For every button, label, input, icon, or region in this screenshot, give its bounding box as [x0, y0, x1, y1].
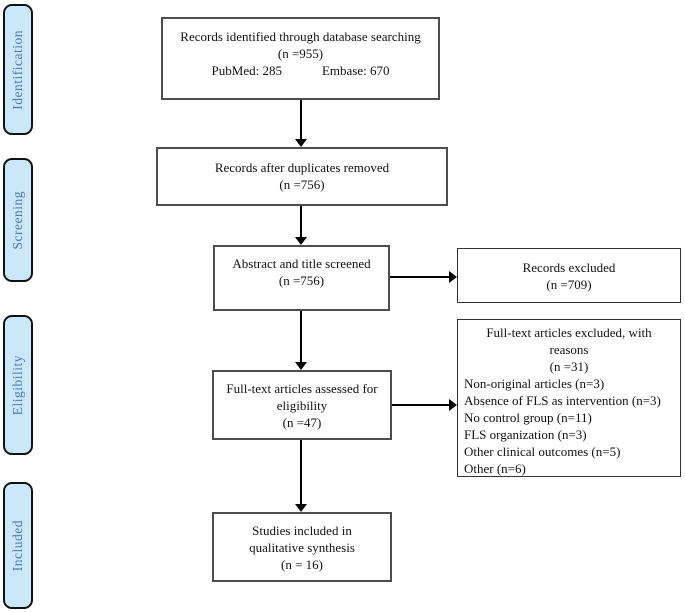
- abstract-screened-text: Abstract and title screened: [232, 256, 371, 271]
- arrow-screened-to-excluded: [390, 276, 449, 278]
- records-identified-text: Records identified through database sear…: [180, 29, 421, 44]
- duplicates-removed-count: (n =756): [279, 177, 325, 192]
- abstract-screened-count: (n =756): [278, 273, 325, 288]
- arrowhead-down-icon: [295, 362, 307, 370]
- reason-item: FLS organization (n=3): [464, 427, 587, 442]
- stage-eligibility: Eligibility: [3, 315, 33, 455]
- fulltext-assessed-box: Full-text articles assessed for eligibil…: [212, 370, 392, 440]
- arrow-fulltext-to-included: [300, 440, 302, 505]
- studies-included-box: Studies included in qualitative synthesi…: [212, 512, 392, 582]
- reason-item: Absence of FLS as intervention (n=3): [464, 393, 661, 408]
- studies-included-text-1: Studies included in: [252, 522, 352, 538]
- studies-included-text-2: qualitative synthesis: [249, 539, 355, 555]
- records-excluded-text: Records excluded: [522, 259, 616, 275]
- fulltext-excluded-heading-1: Full-text articles excluded, with: [486, 325, 652, 340]
- arrowhead-down-icon: [295, 139, 307, 147]
- fulltext-assessed-count: (n =47): [282, 414, 322, 430]
- arrow-identified-to-duplicates: [300, 100, 302, 140]
- studies-included-count: (n = 16): [281, 556, 323, 572]
- records-identified-sources: PubMed: 285 Embase: 670: [212, 62, 390, 79]
- arrowhead-right-icon: [449, 271, 457, 283]
- duplicates-removed-text: Records after duplicates removed: [214, 160, 390, 175]
- stage-screening-label: Screening: [10, 190, 25, 250]
- duplicates-removed-box: Records after duplicates removed (n =756…: [156, 147, 448, 206]
- arrowhead-down-icon: [295, 504, 307, 512]
- stage-eligibility-label: Eligibility: [10, 354, 25, 416]
- arrowhead-right-icon: [449, 399, 457, 411]
- stage-included-label: Included: [10, 519, 25, 572]
- reason-item: Other (n=6): [464, 461, 526, 476]
- stage-identification: Identification: [3, 4, 33, 135]
- source-pubmed: PubMed: 285: [211, 63, 282, 78]
- fulltext-excluded-count: (n =31): [549, 359, 589, 374]
- reason-item: Other clinical outcomes (n=5): [464, 444, 621, 459]
- arrowhead-down-icon: [295, 237, 307, 245]
- fulltext-assessed-text-2: eligibility: [276, 397, 328, 413]
- arrow-screened-to-fulltext: [300, 311, 302, 363]
- stage-included: Included: [3, 482, 33, 609]
- reason-item: Non-original articles (n=3): [464, 376, 605, 391]
- reason-item: No control group (n=11): [464, 410, 592, 425]
- records-identified-count: (n =955): [277, 46, 324, 61]
- source-embase: Embase: 670: [321, 63, 390, 78]
- stage-identification-label: Identification: [10, 29, 25, 110]
- fulltext-excluded-box: Full-text articles excluded, with reason…: [457, 319, 681, 477]
- records-identified-box: Records identified through database sear…: [161, 17, 440, 100]
- abstract-screened-box: Abstract and title screened (n =756): [213, 245, 390, 311]
- arrow-fulltext-to-excluded: [392, 404, 449, 406]
- stage-screening: Screening: [3, 158, 33, 282]
- fulltext-assessed-text-1: Full-text articles assessed for: [226, 380, 378, 396]
- fulltext-excluded-heading-2: reasons: [549, 342, 589, 357]
- fulltext-excluded-reasons: Non-original articles (n=3) Absence of F…: [458, 375, 680, 477]
- records-excluded-count: (n =709): [546, 276, 592, 292]
- arrow-duplicates-to-screened: [300, 206, 302, 238]
- records-excluded-box: Records excluded (n =709): [457, 248, 681, 303]
